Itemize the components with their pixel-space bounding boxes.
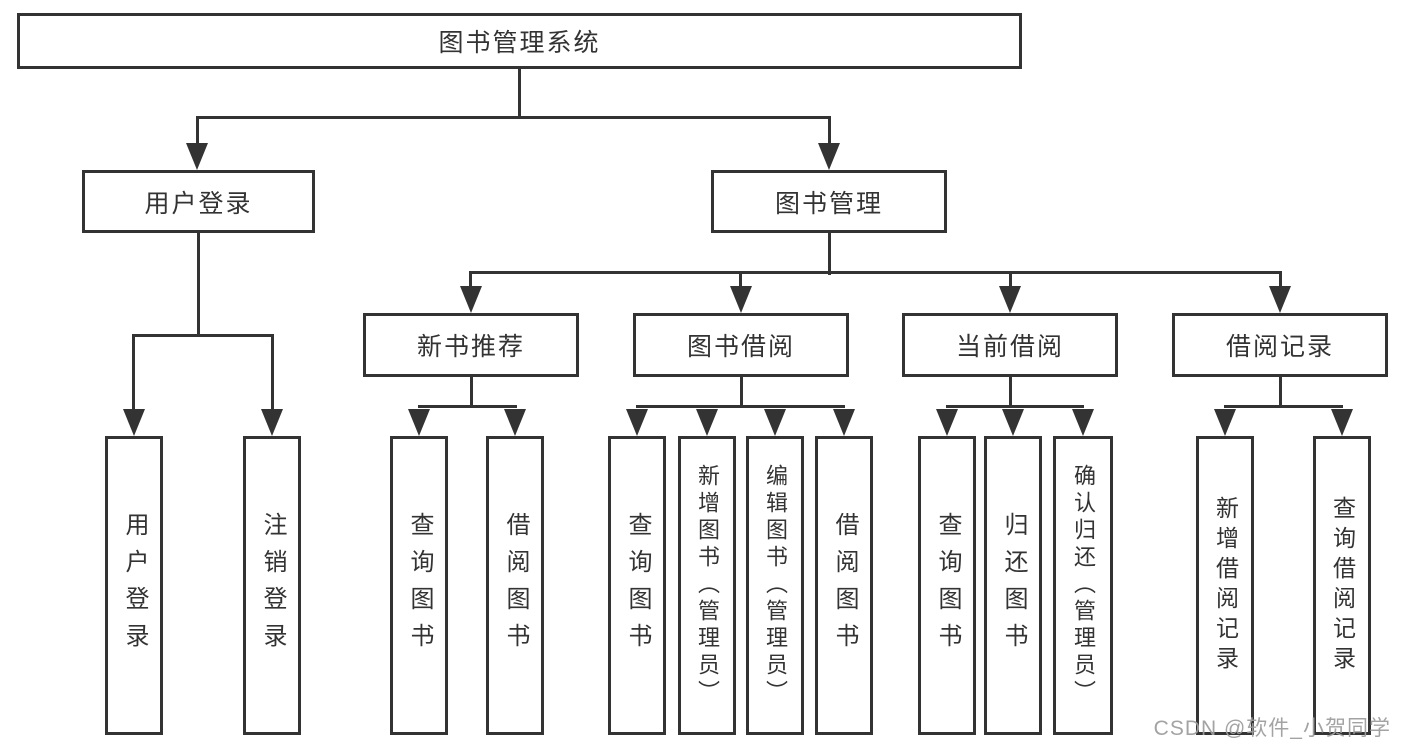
- connector-root-bar: [196, 116, 831, 119]
- connector-borrowing-bar: [636, 405, 845, 408]
- connector-arrowhead: [1214, 409, 1236, 436]
- connector-root-stem: [518, 69, 521, 119]
- node-current-borrowing: 当前借阅: [902, 313, 1118, 377]
- connector-drop-l3: [469, 273, 472, 289]
- node-label: 用户登录: [144, 189, 253, 218]
- connector-drop-l3: [1009, 273, 1012, 289]
- connector-records-stem: [1279, 377, 1282, 408]
- connector-arrowhead: [504, 409, 526, 436]
- node-label: 查询图书: [624, 511, 651, 660]
- connector-records-bar: [1224, 405, 1343, 408]
- leaf-return-book: 归还图书: [984, 436, 1042, 735]
- connector-recommend-bar: [418, 405, 517, 408]
- connector-arrowhead: [818, 143, 840, 170]
- leaf-query-books-recommend: 查询图书: [390, 436, 448, 735]
- leaf-add-borrow-record: 新增借阅记录: [1196, 436, 1254, 735]
- connector-drop-book-management: [828, 118, 831, 148]
- connector-arrowhead: [833, 409, 855, 436]
- connector-arrowhead: [764, 409, 786, 436]
- node-label: 图书管理系统: [438, 29, 601, 57]
- leaf-add-book-admin: 新增图书（管理员）: [678, 436, 736, 735]
- leaf-user-login: 用户登录: [105, 436, 163, 735]
- connector-recommend-stem: [470, 377, 473, 408]
- node-label: 借阅图书: [502, 511, 529, 660]
- node-label: 借阅图书: [831, 511, 858, 660]
- node-label: 当前借阅: [955, 333, 1064, 361]
- connector-arrowhead: [999, 286, 1021, 313]
- node-label: 查询图书: [934, 511, 961, 660]
- node-label: 注销登录: [259, 511, 286, 660]
- connector-arrowhead: [626, 409, 648, 436]
- leaf-confirm-return-admin: 确认归还（管理员）: [1053, 436, 1113, 735]
- connector-drop-l3: [739, 273, 742, 289]
- connector-user-login-bar: [132, 334, 274, 337]
- connector-current-stem: [1009, 377, 1012, 408]
- node-label: 编辑图书（管理员）: [763, 464, 788, 707]
- connector-drop-user-login: [196, 118, 199, 148]
- node-user-login: 用户登录: [82, 170, 315, 233]
- leaf-borrow-books-borrowing: 借阅图书: [815, 436, 873, 735]
- connector-user-login-stem: [197, 233, 200, 337]
- leaf-edit-book-admin: 编辑图书（管理员）: [746, 436, 804, 735]
- connector-arrowhead: [408, 409, 430, 436]
- leaf-query-books-current: 查询图书: [918, 436, 976, 735]
- connector-current-bar: [946, 405, 1084, 408]
- connector-arrowhead: [696, 409, 718, 436]
- connector-arrowhead: [730, 286, 752, 313]
- node-label: 新书推荐: [416, 333, 525, 361]
- node-label: 图书管理: [774, 189, 883, 218]
- connector-arrowhead: [460, 286, 482, 313]
- node-library-system: 图书管理系统: [17, 13, 1022, 69]
- node-label: 查询图书: [406, 511, 433, 660]
- connector-book-management-bar: [469, 271, 1282, 274]
- connector-arrowhead: [186, 143, 208, 170]
- node-label: 归还图书: [1000, 511, 1027, 660]
- watermark: CSDN @软件_小贺同学: [1153, 717, 1391, 740]
- connector-drop-leaf: [271, 335, 274, 416]
- node-label: 新增图书（管理员）: [695, 464, 720, 707]
- connector-borrowing-stem: [740, 377, 743, 408]
- node-book-borrowing: 图书借阅: [633, 313, 849, 377]
- connector-arrowhead: [261, 409, 283, 436]
- node-label: 查询借阅记录: [1329, 495, 1356, 676]
- connector-book-management-stem: [828, 233, 831, 275]
- connector-arrowhead: [1002, 409, 1024, 436]
- connector-arrowhead: [936, 409, 958, 436]
- node-book-management: 图书管理: [711, 170, 947, 233]
- connector-arrowhead: [1269, 286, 1291, 313]
- node-label: 新增借阅记录: [1212, 495, 1239, 676]
- connector-arrowhead: [123, 409, 145, 436]
- node-label: 图书借阅: [686, 333, 795, 361]
- leaf-query-borrow-record: 查询借阅记录: [1313, 436, 1371, 735]
- leaf-query-books-borrowing: 查询图书: [608, 436, 666, 735]
- leaf-borrow-books-recommend: 借阅图书: [486, 436, 544, 735]
- connector-arrowhead: [1331, 409, 1353, 436]
- node-borrow-records: 借阅记录: [1172, 313, 1388, 377]
- node-new-book-recommend: 新书推荐: [363, 313, 579, 377]
- leaf-logout: 注销登录: [243, 436, 301, 735]
- node-label: 借阅记录: [1225, 333, 1334, 361]
- connector-drop-leaf: [132, 335, 135, 416]
- node-label: 用户登录: [121, 511, 148, 660]
- connector-arrowhead: [1072, 409, 1094, 436]
- node-label: 确认归还（管理员）: [1071, 464, 1096, 707]
- connector-drop-l3: [1279, 273, 1282, 289]
